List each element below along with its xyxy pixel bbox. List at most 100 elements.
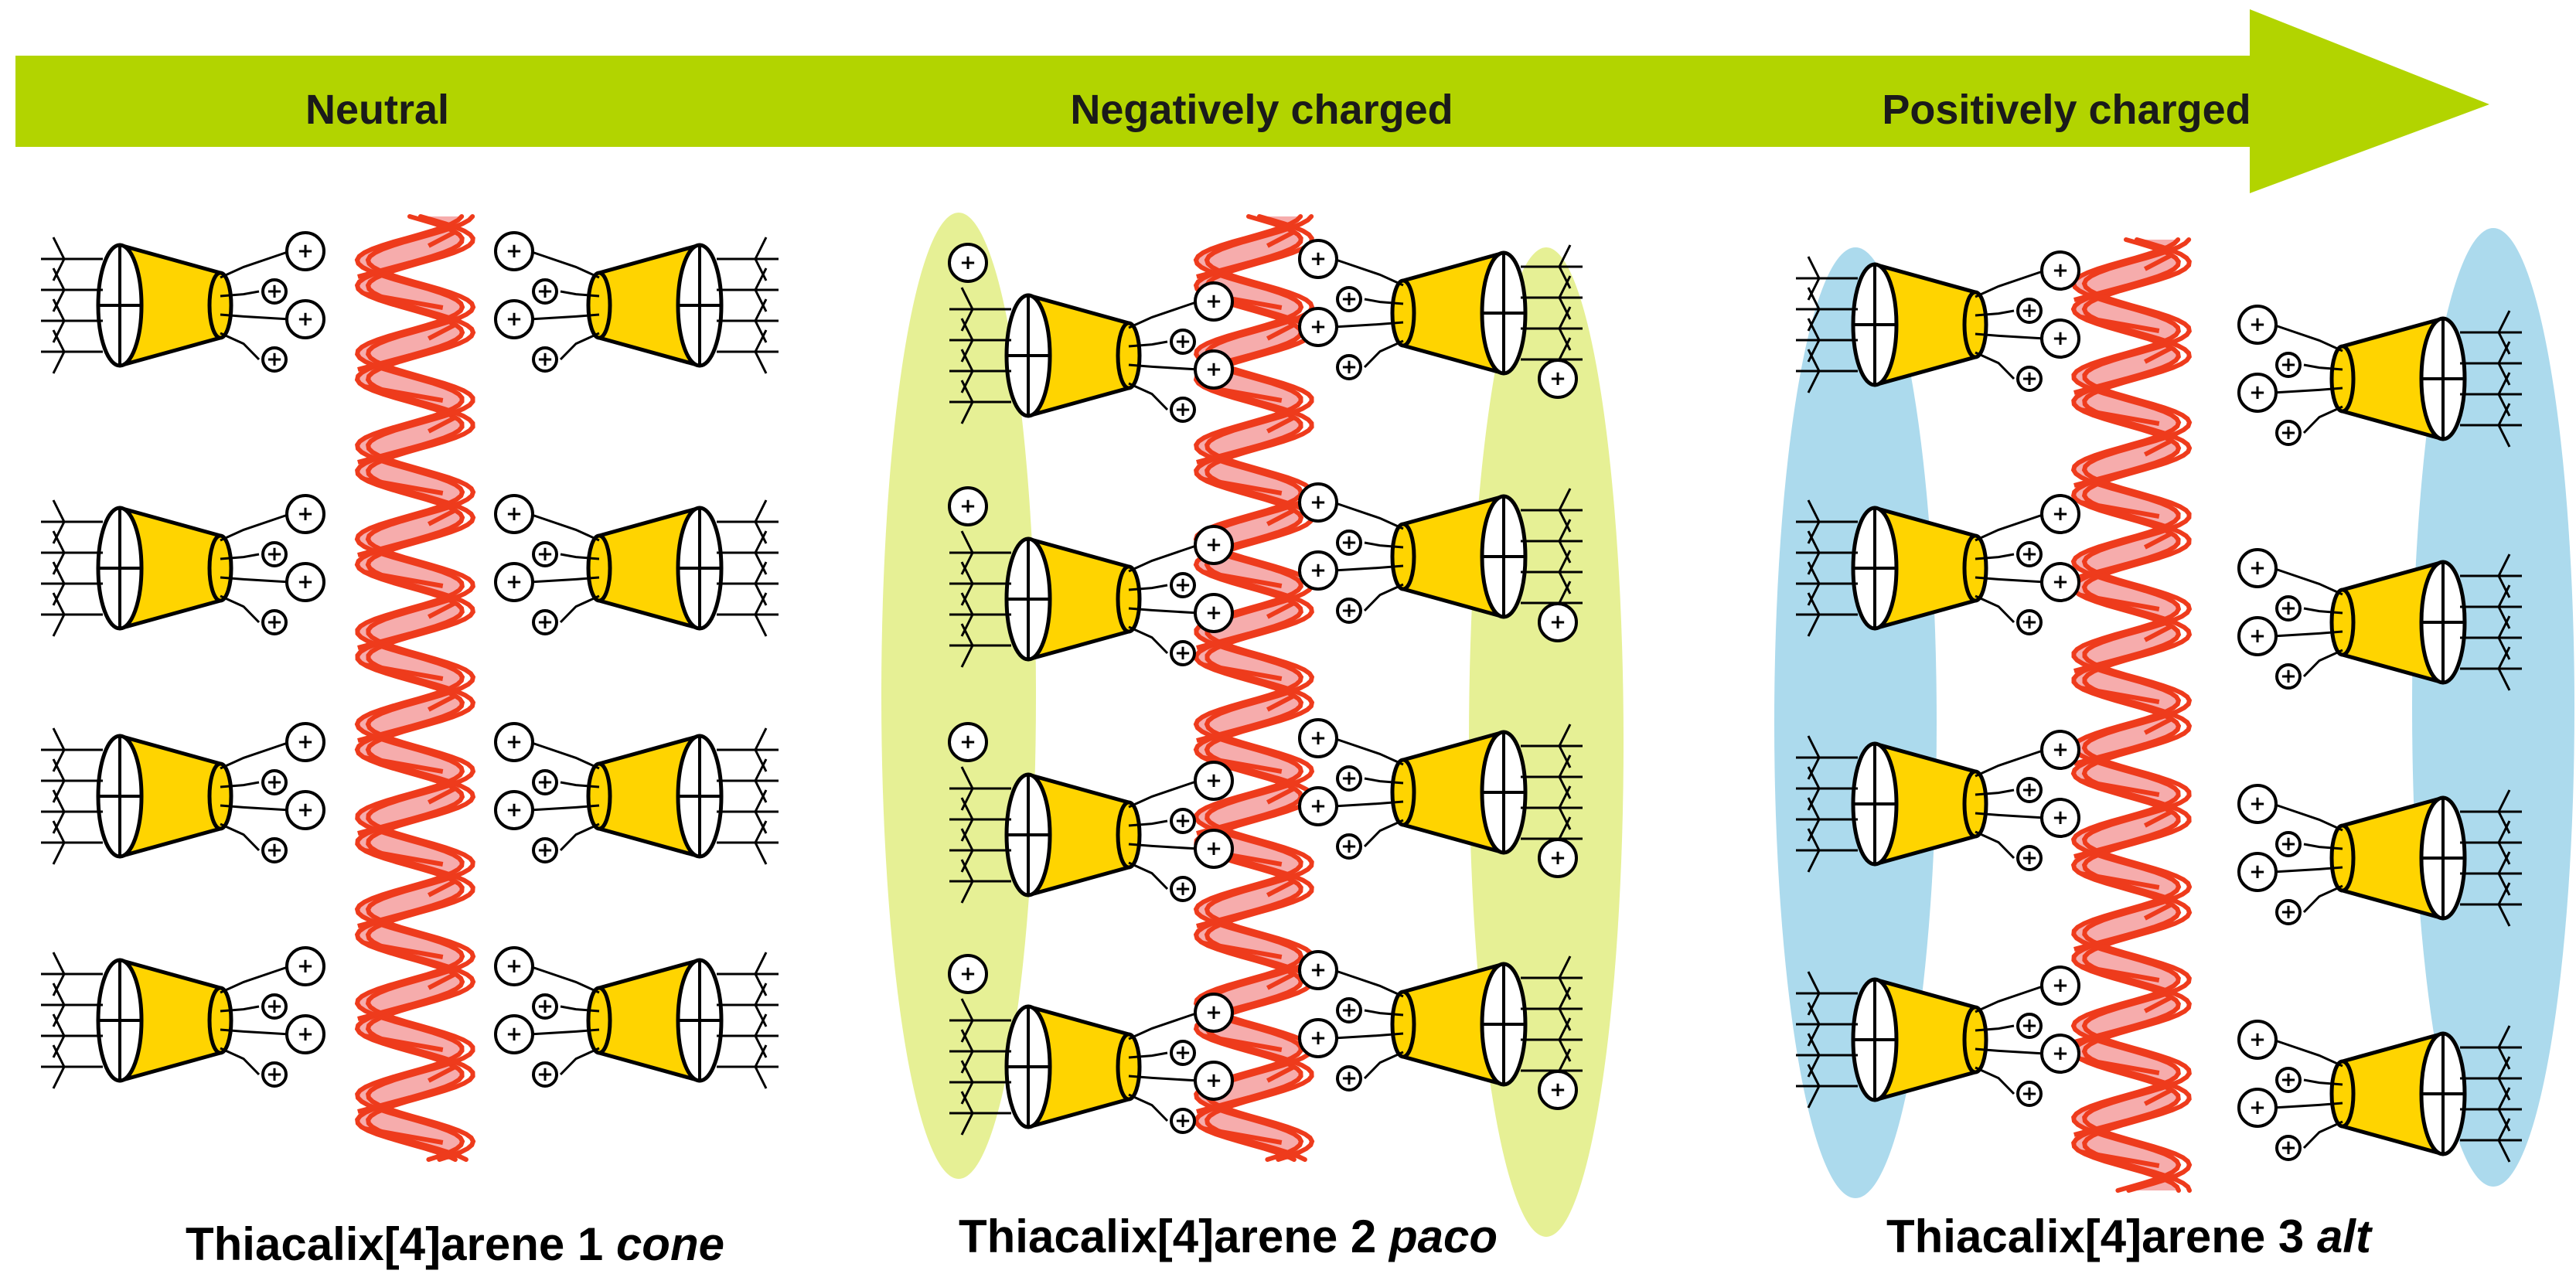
- svg-text:+: +: [266, 543, 283, 566]
- svg-text:+: +: [2280, 421, 2297, 444]
- svg-text:+: +: [2021, 367, 2038, 390]
- calixarene-cone-icon: ++++: [949, 525, 1234, 668]
- tert-butyl-group-icon: [717, 329, 779, 374]
- positive-charge-icon: +: [1194, 829, 1234, 869]
- calixarene-cone-icon: ++++: [1796, 494, 2080, 637]
- positive-charge-icon: +: [2237, 852, 2278, 892]
- banner-label-neutral: Neutral: [305, 87, 449, 133]
- tert-butyl-group-icon: [41, 983, 103, 1027]
- svg-text:+: +: [1205, 358, 1222, 381]
- svg-text:+: +: [1174, 330, 1191, 353]
- svg-text:+: +: [1174, 398, 1191, 421]
- tert-butyl-group-icon: [1521, 275, 1583, 320]
- positive-charge-icon: +: [532, 993, 558, 1020]
- tert-butyl-group-icon: [949, 766, 1011, 811]
- positive-charge-icon: +: [532, 1061, 558, 1088]
- svg-text:+: +: [537, 348, 554, 371]
- panel-alt: ++++++++++++++++++++++++++++++++: [1774, 228, 2574, 1198]
- positive-charge-icon: +: [1170, 1108, 1196, 1134]
- tert-butyl-group-icon: [2460, 1118, 2522, 1163]
- positive-charge-icon: +: [1170, 329, 1196, 355]
- positive-charge-icon: +: [2275, 1135, 2302, 1161]
- tert-butyl-group-icon: [949, 1029, 1011, 1074]
- progress-arrow-icon: [15, 9, 2489, 193]
- tert-butyl-group-icon: [1796, 735, 1858, 780]
- tert-butyl-group-icon: [1796, 287, 1858, 332]
- tert-butyl-group-icon: [2460, 372, 2522, 417]
- svg-text:+: +: [2021, 1082, 2038, 1105]
- positive-charge-icon: +: [2040, 318, 2080, 359]
- tert-butyl-group-icon: [2460, 341, 2522, 386]
- tert-butyl-group-icon: [949, 623, 1011, 668]
- positive-charge-icon: +: [532, 609, 558, 635]
- positive-region-right: [2412, 228, 2574, 1187]
- tert-butyl-group-icon: [717, 592, 779, 637]
- positive-charge-icon: +: [2016, 1081, 2043, 1107]
- positive-charge-icon: +: [285, 946, 325, 986]
- tert-butyl-group-icon: [949, 349, 1011, 393]
- tert-butyl-group-icon: [949, 828, 1011, 873]
- svg-text:+: +: [1549, 611, 1566, 634]
- tert-butyl-group-icon: [1796, 499, 1858, 544]
- tert-butyl-group-icon: [2460, 646, 2522, 691]
- tert-butyl-group-icon: [41, 758, 103, 803]
- positive-charge-icon: +: [948, 243, 988, 283]
- positive-charge-icon: +: [1298, 307, 1338, 347]
- svg-text:+: +: [266, 280, 283, 303]
- svg-text:+: +: [1341, 356, 1358, 379]
- svg-text:+: +: [537, 1063, 554, 1086]
- svg-text:+: +: [266, 995, 283, 1018]
- svg-text:+: +: [1174, 1109, 1191, 1132]
- svg-text:+: +: [1205, 1069, 1222, 1092]
- positive-charge-icon: +: [2275, 899, 2302, 925]
- positive-charge-icon: +: [2016, 298, 2043, 324]
- svg-text:+: +: [2052, 570, 2069, 594]
- svg-text:+: +: [506, 799, 523, 822]
- svg-text:+: +: [2021, 1014, 2038, 1037]
- positive-charge-icon: +: [1538, 838, 1578, 878]
- svg-text:+: +: [1174, 877, 1191, 901]
- dna-double-helix-icon: [2070, 237, 2193, 1193]
- positive-charge-icon: +: [1298, 239, 1338, 279]
- calixarene-cone-icon: ++++: [41, 231, 325, 374]
- positive-charge-icon: +: [1336, 598, 1362, 624]
- positive-charge-icon: +: [1298, 950, 1338, 990]
- tert-butyl-group-icon: [1521, 785, 1583, 830]
- positive-charge-icon: +: [1538, 602, 1578, 642]
- svg-text:+: +: [266, 839, 283, 862]
- svg-text:+: +: [297, 799, 314, 822]
- svg-text:+: +: [2021, 778, 2038, 802]
- calixarene-cone-icon: ++++: [494, 494, 779, 637]
- positive-charge-icon: +: [948, 486, 988, 526]
- calixarene-cone-icon: ++++: [2237, 305, 2522, 448]
- tert-butyl-group-icon: [949, 287, 1011, 332]
- tert-butyl-group-icon: [41, 267, 103, 312]
- positive-charge-icon: +: [2016, 366, 2043, 392]
- calixarene-cone-icon: ++++: [494, 722, 779, 865]
- svg-text:+: +: [297, 240, 314, 263]
- svg-text:+: +: [297, 570, 314, 594]
- positive-charge-icon: +: [2016, 609, 2043, 635]
- svg-text:+: +: [1205, 290, 1222, 313]
- tert-butyl-group-icon: [41, 237, 103, 281]
- tert-butyl-group-icon: [949, 380, 1011, 424]
- tert-butyl-group-icon: [949, 530, 1011, 575]
- svg-text:+: +: [2280, 597, 2297, 620]
- calixarene-cone-icon: ++++: [494, 231, 779, 374]
- positive-charge-icon: +: [2275, 420, 2302, 446]
- svg-text:+: +: [1310, 959, 1327, 982]
- tert-butyl-group-icon: [41, 1013, 103, 1058]
- svg-text:+: +: [2280, 353, 2297, 376]
- tert-butyl-group-icon: [717, 298, 779, 343]
- positive-charge-icon: +: [1298, 718, 1338, 758]
- positive-charge-icon: +: [1336, 765, 1362, 792]
- tert-butyl-group-icon: [949, 797, 1011, 842]
- tert-butyl-group-icon: [2460, 584, 2522, 629]
- positive-charge-icon: +: [2237, 784, 2278, 824]
- tert-butyl-group-icon: [41, 329, 103, 374]
- svg-text:+: +: [297, 1023, 314, 1046]
- svg-text:+: +: [2021, 543, 2038, 566]
- positive-charge-icon: +: [261, 541, 288, 567]
- svg-text:+: +: [1310, 247, 1327, 271]
- svg-text:+: +: [506, 570, 523, 594]
